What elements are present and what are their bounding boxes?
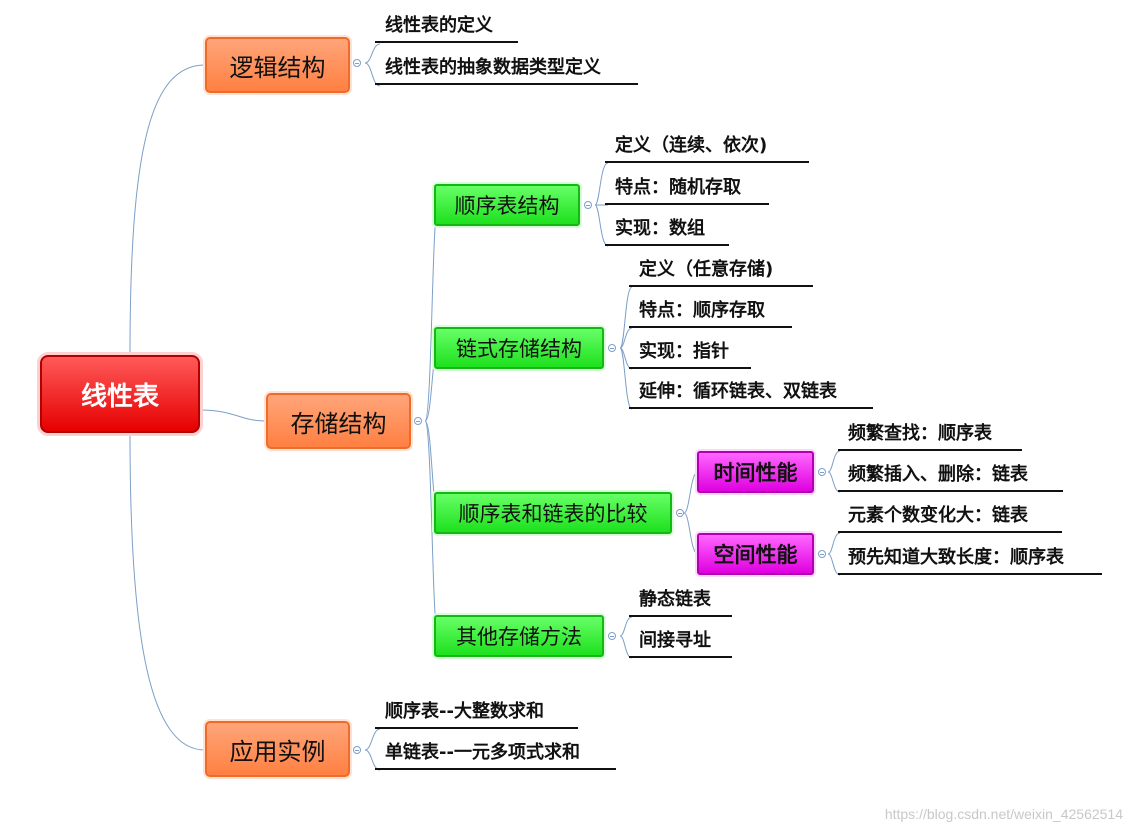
link-linked-leaves [619,286,633,410]
space-performance-node[interactable]: 空间性能 [697,533,814,575]
collapse-toggle-icon[interactable] [818,468,826,476]
comparison-node[interactable]: 顺序表和链表的比较 [434,492,672,534]
linked-leaf-2: 特点：顺序存取 [629,298,792,328]
application-label: 应用实例 [229,737,326,766]
logical-structure-node[interactable]: 逻辑结构 [205,37,350,93]
link-root-storage [199,409,267,422]
linked-leaf-4: 延伸：循环链表、双链表 [629,379,873,409]
collapse-toggle-icon[interactable] [353,59,361,67]
sequential-leaf-1: 定义（连续、依次) [605,133,809,163]
collapse-toggle-icon[interactable] [676,509,684,517]
collapse-toggle-icon[interactable] [608,344,616,352]
application-leaf-1: 顺序表--大整数求和 [375,699,578,729]
logical-structure-label: 逻辑结构 [229,53,326,82]
collapse-toggle-icon[interactable] [353,746,361,754]
sequential-leaf-2: 特点：随机存取 [605,175,769,205]
link-compare-l3 [683,471,699,555]
time-leaf-1: 频繁查找：顺序表 [838,421,1022,451]
other-leaf-2: 间接寻址 [629,628,732,658]
sequential-table-label: 顺序表结构 [454,194,560,218]
space-performance-label: 空间性能 [713,543,798,567]
linked-leaf-1: 定义（任意存储) [629,257,813,287]
sequential-table-node[interactable]: 顺序表结构 [434,184,580,226]
link-storage-l2 [424,204,439,637]
time-performance-node[interactable]: 时间性能 [697,451,814,493]
time-leaf-2: 频繁插入、删除：链表 [838,462,1063,492]
logical-leaf-1: 线性表的定义 [375,13,518,43]
application-leaf-2: 单链表--一元多项式求和 [375,740,616,770]
other-storage-node[interactable]: 其他存储方法 [434,615,604,657]
root-node[interactable]: 线性表 [40,355,200,433]
root-label: 线性表 [80,381,159,412]
other-storage-label: 其他存储方法 [456,625,582,649]
logical-leaf-2: 线性表的抽象数据类型定义 [375,55,638,85]
space-leaf-2: 预先知道大致长度：顺序表 [838,545,1102,575]
link-logical-leaves [364,43,381,87]
linked-leaf-3: 实现：指针 [629,339,751,369]
linked-storage-node[interactable]: 链式存储结构 [434,327,604,369]
storage-structure-node[interactable]: 存储结构 [266,393,411,449]
collapse-toggle-icon[interactable] [584,201,592,209]
comparison-label: 顺序表和链表的比较 [458,502,648,526]
space-leaf-1: 元素个数变化大：链表 [838,503,1062,533]
linked-storage-label: 链式存储结构 [456,337,582,361]
collapse-toggle-icon[interactable] [414,417,422,425]
storage-structure-label: 存储结构 [290,409,387,438]
link-root-application [129,434,206,751]
time-performance-label: 时间性能 [713,461,798,485]
collapse-toggle-icon[interactable] [608,632,616,640]
watermark: https://blog.csdn.net/weixin_42562514 [884,806,1123,822]
link-root-logical [129,64,206,356]
other-leaf-1: 静态链表 [629,587,732,617]
collapse-toggle-icon[interactable] [818,550,826,558]
application-node[interactable]: 应用实例 [205,721,350,777]
sequential-leaf-3: 实现：数组 [605,216,729,246]
